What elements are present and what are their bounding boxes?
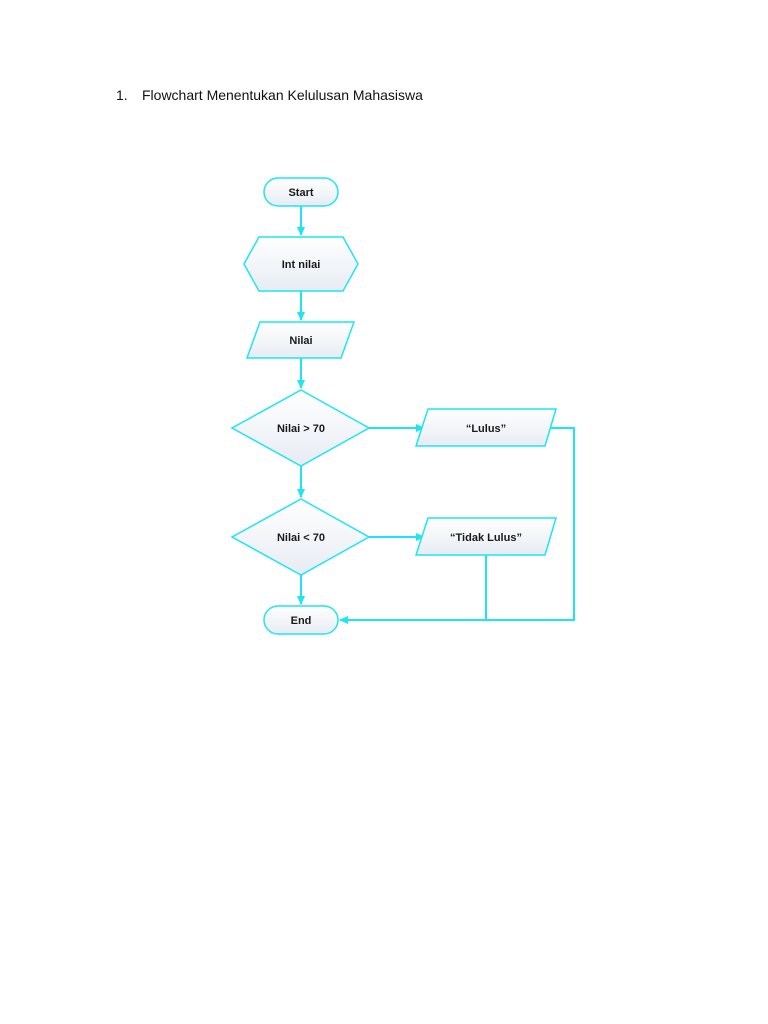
node-start-label: Start (288, 187, 313, 199)
node-decision1: Nilai > 70 (230, 389, 371, 467)
node-output1-label: “Lulus” (466, 423, 506, 435)
node-start: Start (263, 177, 339, 207)
node-input-label: Nilai (289, 335, 312, 347)
terminator-shape (263, 177, 339, 207)
data-shape (414, 408, 558, 447)
node-declare: Int nilai (243, 236, 359, 292)
document-heading: 1. Flowchart Menentukan Kelulusan Mahasis… (116, 87, 423, 103)
heading-number: 1. (116, 87, 128, 103)
node-output1: “Lulus” (414, 408, 558, 447)
connectors (297, 206, 575, 624)
node-declare-label: Int nilai (282, 259, 321, 271)
decision-shape (230, 498, 371, 576)
node-end-label: End (291, 615, 312, 627)
data-shape (414, 517, 558, 556)
heading-title: Flowchart Menentukan Kelulusan Mahasiswa (142, 87, 423, 103)
preparation-shape (243, 236, 359, 292)
data-shape (245, 321, 356, 359)
node-end: End (263, 605, 339, 635)
node-input: Nilai (245, 321, 356, 359)
node-decision2: Nilai < 70 (230, 498, 371, 576)
node-decision1-label: Nilai > 70 (277, 423, 325, 435)
node-decision2-label: Nilai < 70 (277, 532, 325, 544)
edge-output1-end (339, 427, 575, 624)
node-output2-label: “Tidak Lulus” (450, 532, 522, 544)
terminator-shape (263, 605, 339, 635)
decision-shape (230, 389, 371, 467)
node-output2: “Tidak Lulus” (414, 517, 558, 556)
